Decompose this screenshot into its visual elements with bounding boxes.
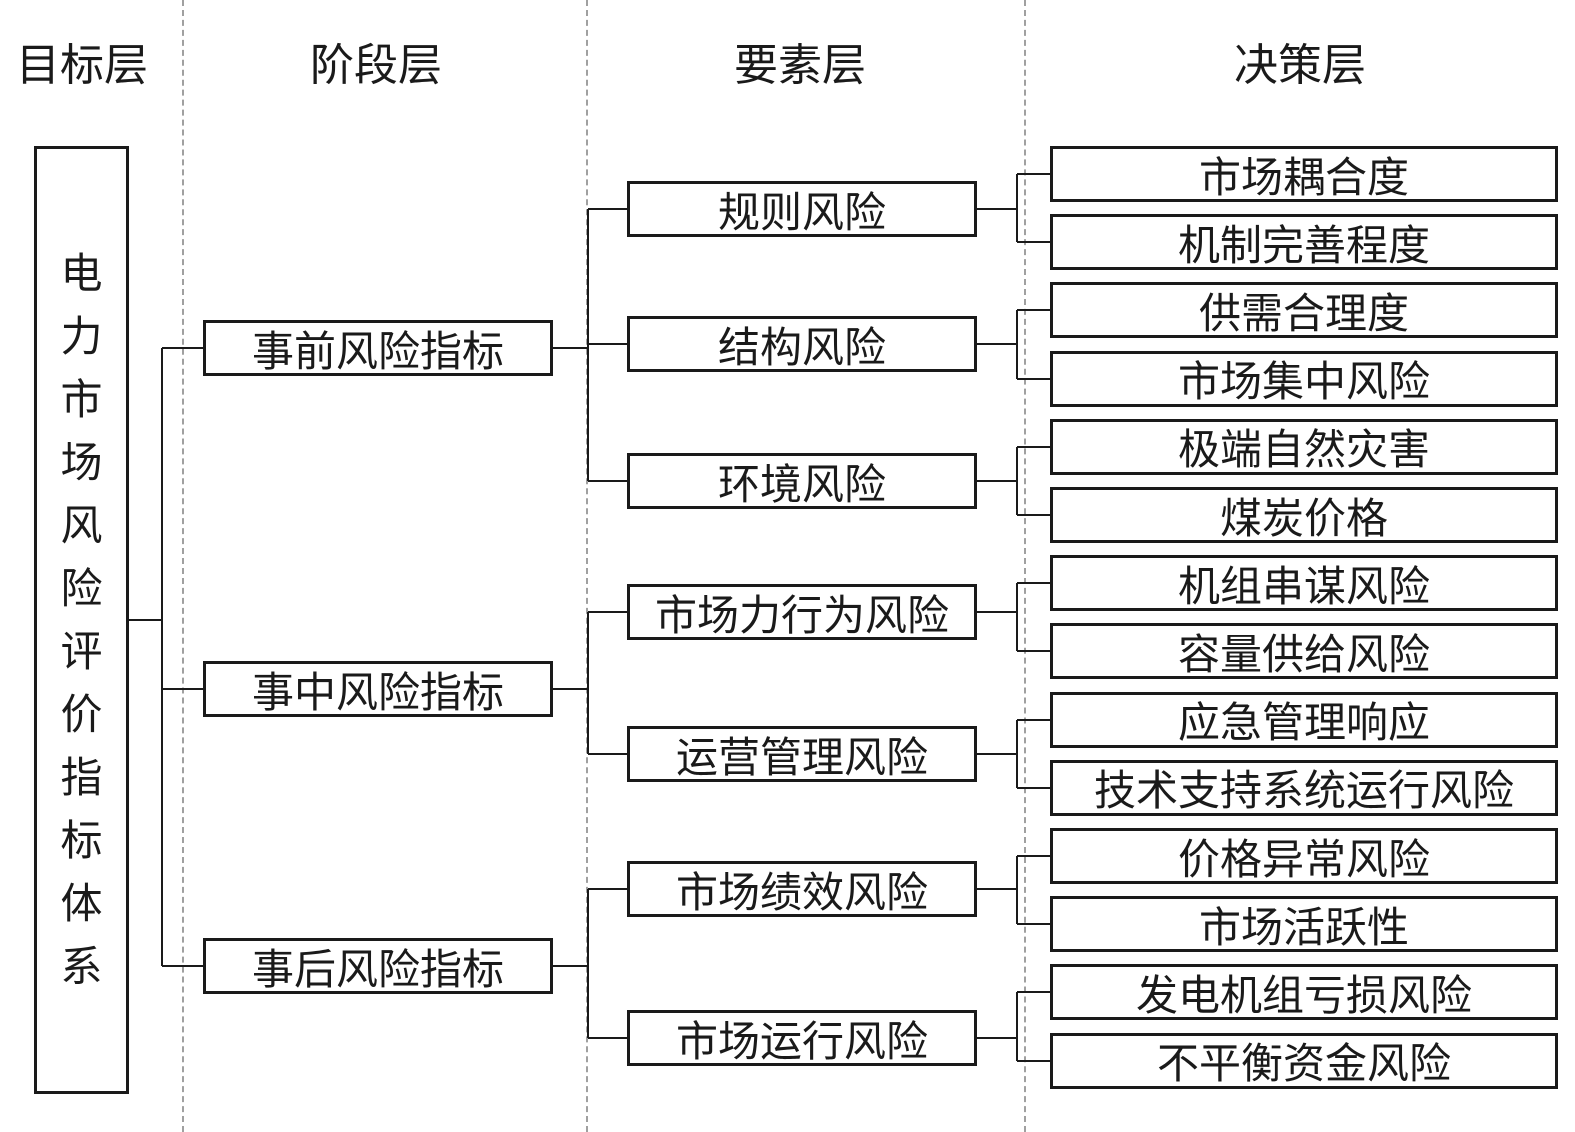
connector-line	[977, 611, 1017, 613]
element-node: 市场力行为风险	[627, 584, 977, 640]
element-node: 运营管理风险	[627, 726, 977, 782]
layer-title-stage: 阶段层	[310, 40, 442, 91]
connector-line	[1017, 855, 1050, 857]
connector-line	[588, 888, 627, 890]
connector-line	[587, 612, 589, 754]
layer-title-target: 目标层	[16, 40, 148, 91]
root-label-char: 价	[60, 690, 103, 739]
connector-line	[1016, 719, 1018, 788]
connector-line	[977, 1037, 1017, 1039]
root-label-char: 系	[60, 942, 103, 991]
stage-node-in-event: 事中风险指标	[203, 661, 553, 717]
connector-line	[1017, 173, 1050, 175]
connector-line	[1017, 1059, 1050, 1062]
element-node: 环境风险	[627, 453, 977, 509]
connector-line	[553, 347, 588, 349]
connector-line	[161, 348, 163, 966]
connector-line	[1017, 786, 1050, 789]
connector-line	[977, 753, 1017, 755]
connector-line	[588, 611, 627, 613]
element-node: 规则风险	[627, 181, 977, 237]
decision-node: 极端自然灾害	[1050, 418, 1558, 475]
decision-node: 不平衡资金风险	[1050, 1032, 1558, 1089]
root-label-char: 评	[60, 627, 103, 676]
connector-line	[1017, 650, 1050, 653]
connector-line	[588, 343, 627, 345]
root-label-char: 市	[60, 375, 103, 424]
connector-line	[977, 480, 1017, 482]
element-node: 市场运行风险	[627, 1010, 977, 1066]
connector-line	[588, 753, 627, 755]
root-label-char: 电	[60, 249, 103, 298]
decision-node: 容量供给风险	[1050, 623, 1558, 680]
decision-node: 发电机组亏损风险	[1050, 964, 1558, 1021]
connector-line	[1016, 446, 1018, 515]
element-node: 结构风险	[627, 316, 977, 372]
root-label-char: 力	[60, 312, 103, 361]
connector-line	[587, 209, 589, 481]
connector-line	[1016, 856, 1018, 925]
connector-line	[1017, 514, 1050, 516]
column-divider	[586, 0, 588, 1132]
connector-line	[1017, 445, 1050, 448]
root-label-char: 标	[60, 816, 103, 865]
connector-line	[1017, 718, 1050, 721]
connector-line	[553, 965, 588, 967]
element-node: 市场绩效风险	[627, 861, 977, 917]
connector-line	[588, 480, 627, 482]
decision-node: 机组串谋风险	[1050, 555, 1558, 612]
column-divider	[182, 0, 184, 1132]
stage-node-post-event: 事后风险指标	[203, 938, 553, 994]
column-divider	[1024, 0, 1026, 1132]
connector-line	[129, 619, 162, 621]
connector-line	[162, 347, 203, 349]
connector-line	[1016, 583, 1018, 652]
connector-line	[1017, 241, 1050, 244]
connector-line	[1017, 309, 1050, 312]
decision-node: 市场集中风险	[1050, 350, 1558, 407]
connector-line	[587, 889, 589, 1038]
decision-node: 供需合理度	[1050, 282, 1558, 339]
root-label-char: 场	[60, 438, 103, 487]
decision-node: 煤炭价格	[1050, 487, 1558, 543]
connector-line	[1016, 174, 1018, 243]
decision-node: 市场活跃性	[1050, 896, 1558, 953]
decision-node: 机制完善程度	[1050, 214, 1558, 271]
layer-title-element: 要素层	[734, 40, 866, 91]
decision-node: 应急管理响应	[1050, 691, 1558, 748]
layer-title-decision: 决策层	[1234, 40, 1366, 91]
connector-line	[162, 688, 203, 690]
decision-node: 价格异常风险	[1050, 828, 1558, 884]
connector-line	[977, 343, 1017, 345]
connector-line	[162, 965, 203, 967]
connector-line	[977, 888, 1017, 890]
connector-line	[977, 208, 1017, 210]
connector-line	[1016, 310, 1018, 379]
connector-line	[1016, 992, 1018, 1061]
connector-line	[1017, 582, 1050, 585]
decision-node: 市场耦合度	[1050, 146, 1558, 202]
root-label-char: 体	[60, 879, 103, 928]
connector-line	[553, 688, 588, 690]
root-node-box: 电力市场风险评价指标体系	[34, 146, 129, 1094]
connector-line	[1017, 923, 1050, 926]
root-label-char: 风	[60, 501, 103, 550]
root-label-char: 指	[60, 753, 103, 802]
root-label-char: 险	[60, 564, 103, 613]
connector-line	[1017, 991, 1050, 994]
connector-line	[588, 208, 627, 210]
decision-node: 技术支持系统运行风险	[1050, 759, 1558, 816]
stage-node-pre-event: 事前风险指标	[203, 320, 553, 376]
connector-line	[588, 1037, 627, 1039]
connector-line	[1017, 377, 1050, 380]
